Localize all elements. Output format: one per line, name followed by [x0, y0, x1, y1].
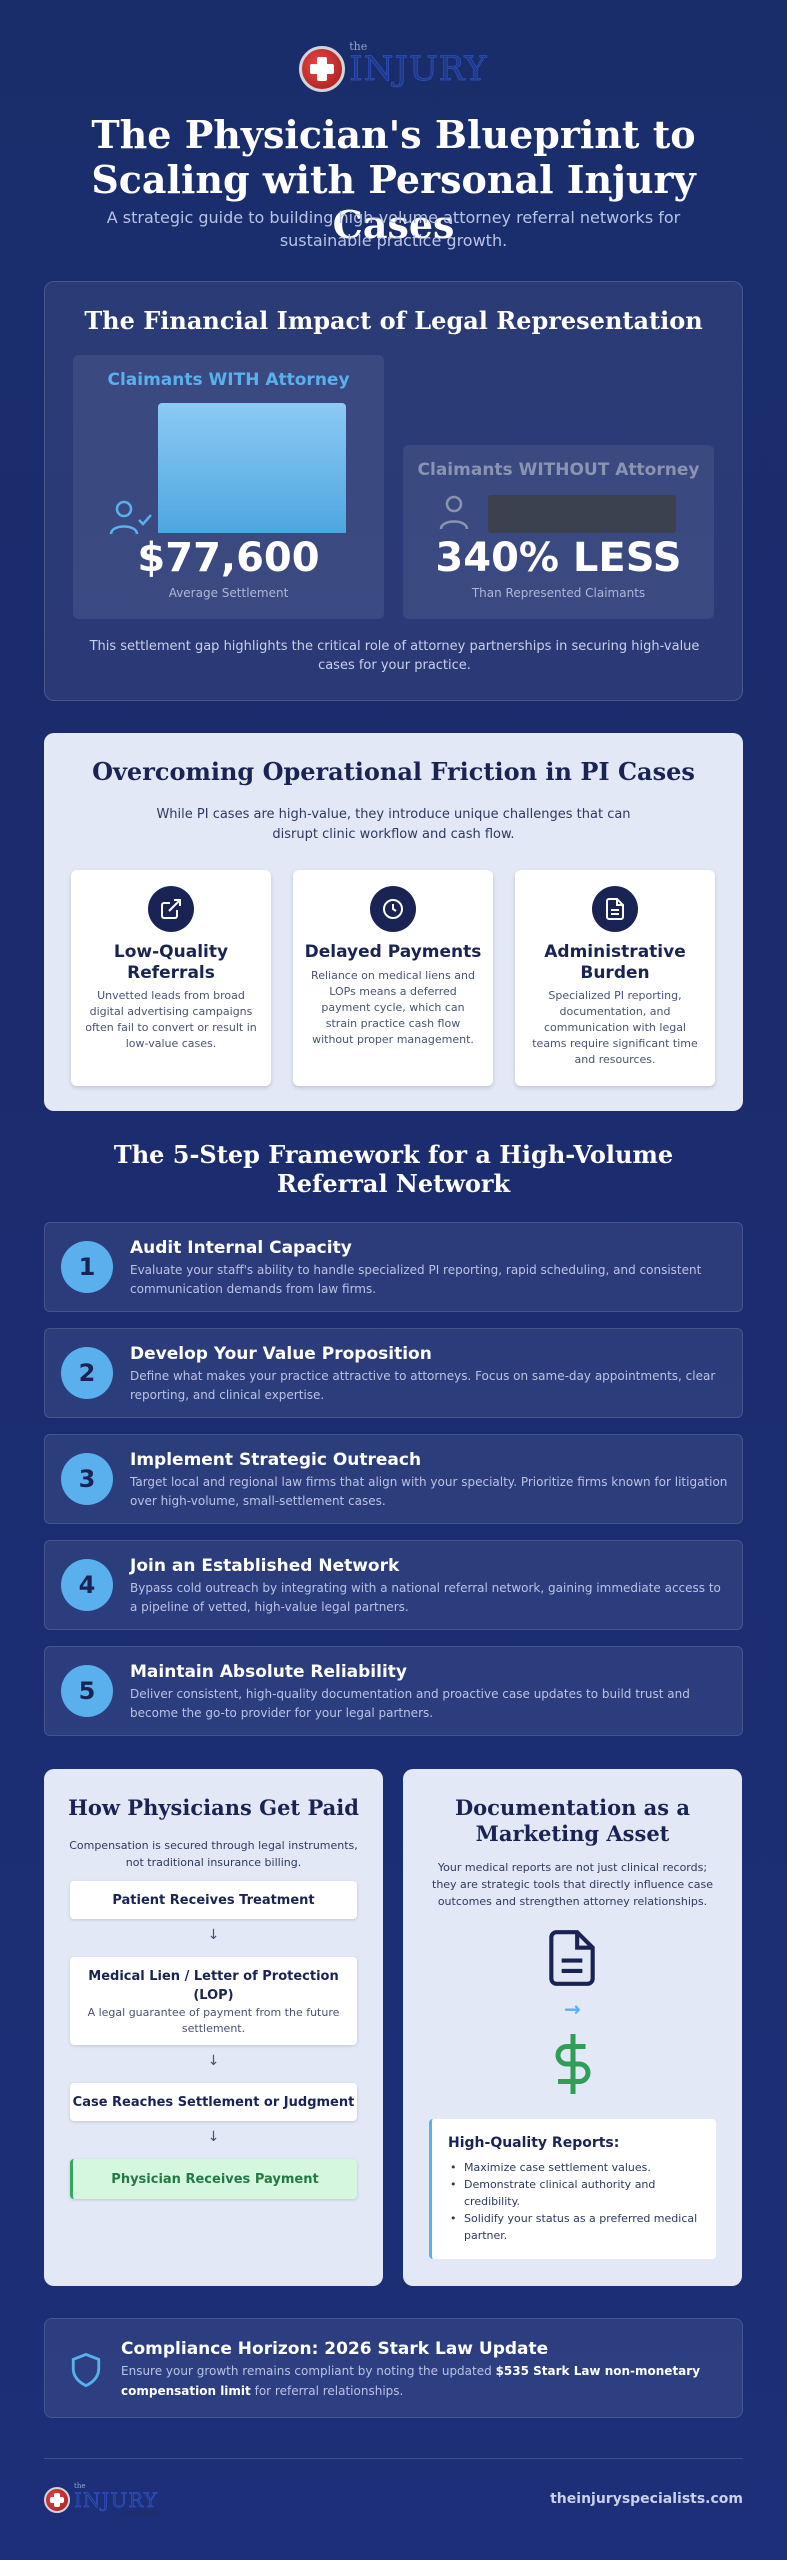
- without-attorney-bar: [488, 495, 676, 533]
- step-title: Join an Established Network: [130, 1556, 400, 1576]
- high-quality-reports-box: High-Quality Reports: Maximize case sett…: [429, 2119, 716, 2259]
- stark-limit: $535 Stark Law non-monetary compensation…: [121, 2364, 701, 2398]
- compliance-section: Compliance Horizon: 2026 Stark Law Updat…: [44, 2318, 743, 2418]
- with-attorney-label: Claimants WITH Attorney: [107, 370, 350, 390]
- friction-title: Overcoming Operational Friction in PI Ca…: [92, 757, 695, 786]
- step-text: Target local and regional law firms that…: [130, 1475, 728, 1508]
- flow-step-lien: Medical Lien / Letter of Protection (LOP…: [70, 1957, 357, 2045]
- without-attorney-label: Claimants WITHOUT Attorney: [417, 460, 700, 480]
- flow-arrow: ↓: [207, 1927, 220, 1943]
- logo-word: INJURY: [349, 49, 488, 89]
- step-text: Evaluate your staff's ability to handle …: [130, 1263, 702, 1296]
- dollar-icon: [555, 2034, 591, 2094]
- friction-card-title: Delayed Payments: [304, 942, 482, 962]
- step-text: Define what makes your practice attracti…: [130, 1369, 716, 1402]
- friction-intro: While PI cases are high-value, they intr…: [156, 807, 631, 842]
- friction-card-text: Reliance on medical liens and LOPs means…: [311, 969, 475, 1046]
- user-check-icon: [109, 500, 152, 535]
- step-number: 2: [61, 1347, 113, 1399]
- user-icon: [439, 495, 469, 530]
- medical-cross-icon: [44, 2487, 70, 2513]
- financial-impact-section: The Financial Impact of Legal Representa…: [44, 281, 743, 701]
- framework-step-1: 1 Audit Internal Capacity Evaluate your …: [44, 1222, 743, 1312]
- list-item: Demonstrate clinical authority and credi…: [448, 2176, 700, 2210]
- friction-card-low-quality: Low-Quality Referrals Unvetted leads fro…: [71, 870, 271, 1086]
- flow-step-payment: Physician Receives Payment: [70, 2159, 357, 2199]
- friction-card-title: Low-Quality Referrals: [113, 942, 229, 983]
- shield-icon: [71, 2352, 101, 2388]
- without-attorney-caption: Than Represented Claimants: [471, 586, 646, 600]
- framework-step-5: 5 Maintain Absolute Reliability Deliver …: [44, 1646, 743, 1736]
- without-attorney-box: Claimants WITHOUT Attorney 340% LESS Tha…: [403, 445, 714, 619]
- compliance-text: Ensure your growth remains compliant by …: [121, 2364, 701, 2398]
- clock-icon: [383, 899, 403, 919]
- financial-note: This settlement gap highlights the criti…: [89, 639, 700, 673]
- payment-section: How Physicians Get Paid Compensation is …: [44, 1769, 383, 2286]
- compliance-title: Compliance Horizon: 2026 Stark Law Updat…: [121, 2339, 549, 2359]
- operational-friction-section: Overcoming Operational Friction in PI Ca…: [44, 733, 743, 1111]
- payment-intro: Compensation is secured through legal in…: [69, 1839, 358, 1869]
- step-text: Deliver consistent, high-quality documen…: [130, 1687, 690, 1720]
- step-number: 5: [61, 1665, 113, 1717]
- step-text: Bypass cold outreach by integrating with…: [130, 1581, 721, 1614]
- brand-logo[interactable]: the INJURY specialists: [0, 40, 787, 98]
- logo-sub: specialists: [429, 85, 488, 98]
- reports-list: Maximize case settlement values. Demonst…: [448, 2159, 700, 2244]
- framework-step-4: 4 Join an Established Network Bypass col…: [44, 1540, 743, 1630]
- list-item: Maximize case settlement values.: [448, 2159, 700, 2176]
- step-number: 1: [61, 1241, 113, 1293]
- with-attorney-caption: Average Settlement: [168, 586, 289, 600]
- framework-step-3: 3 Implement Strategic Outreach Target lo…: [44, 1434, 743, 1524]
- friction-card-title: Administrative Burden: [544, 942, 686, 983]
- document-icon: [549, 1930, 595, 1986]
- external-link-icon: [161, 899, 181, 919]
- friction-card-delayed-payments: Delayed Payments Reliance on medical lie…: [293, 870, 493, 1086]
- step-title: Develop Your Value Proposition: [130, 1344, 432, 1364]
- step-number: 3: [61, 1453, 113, 1505]
- page-title: The Physician's Blueprint to Scaling wit…: [91, 112, 696, 247]
- step-title: Implement Strategic Outreach: [130, 1450, 422, 1470]
- page-subtitle: A strategic guide to building high-volum…: [106, 208, 681, 250]
- document-icon: [606, 898, 624, 920]
- flow-step-treatment: Patient Receives Treatment: [70, 1881, 357, 1919]
- with-attorney-value: $77,600: [137, 535, 320, 581]
- without-attorney-value: 340% LESS: [435, 535, 682, 581]
- flow-arrow: ↓: [207, 2129, 220, 2145]
- list-item: Solidify your status as a preferred medi…: [448, 2210, 700, 2244]
- flow-arrow: ↓: [207, 2053, 220, 2069]
- documentation-intro: Your medical reports are not just clinic…: [432, 1861, 713, 1908]
- logo-the: the: [349, 40, 368, 53]
- with-attorney-bar: [158, 403, 346, 533]
- documentation-title: Documentation as a Marketing Asset: [454, 1795, 691, 1846]
- framework-title: The 5-Step Framework for a High-Volume R…: [113, 1140, 674, 1198]
- flow-step-settlement: Case Reaches Settlement or Judgment: [70, 2083, 357, 2121]
- footer-logo[interactable]: the INJURY specialists: [44, 2483, 158, 2517]
- payment-title: How Physicians Get Paid: [68, 1795, 359, 1820]
- friction-card-text: Unvetted leads from broad digital advert…: [85, 989, 257, 1050]
- with-attorney-box: Claimants WITH Attorney $77,600 Average …: [73, 355, 384, 619]
- documentation-section: Documentation as a Marketing Asset Your …: [403, 1769, 742, 2286]
- footer-divider: [44, 2458, 743, 2459]
- arrow-right-icon: →: [564, 1997, 581, 2021]
- footer-url-link[interactable]: theinjuryspecialists.com: [550, 2491, 743, 2507]
- step-title: Audit Internal Capacity: [130, 1238, 352, 1258]
- step-number: 4: [61, 1559, 113, 1611]
- step-title: Maintain Absolute Reliability: [130, 1662, 407, 1682]
- friction-card-text: Specialized PI reporting, documentation,…: [532, 989, 698, 1066]
- financial-title: The Financial Impact of Legal Representa…: [84, 306, 703, 335]
- friction-card-admin-burden: Administrative Burden Specialized PI rep…: [515, 870, 715, 1086]
- reports-title: High-Quality Reports:: [448, 2135, 620, 2151]
- medical-cross-icon: [299, 46, 346, 92]
- framework-step-2: 2 Develop Your Value Proposition Define …: [44, 1328, 743, 1418]
